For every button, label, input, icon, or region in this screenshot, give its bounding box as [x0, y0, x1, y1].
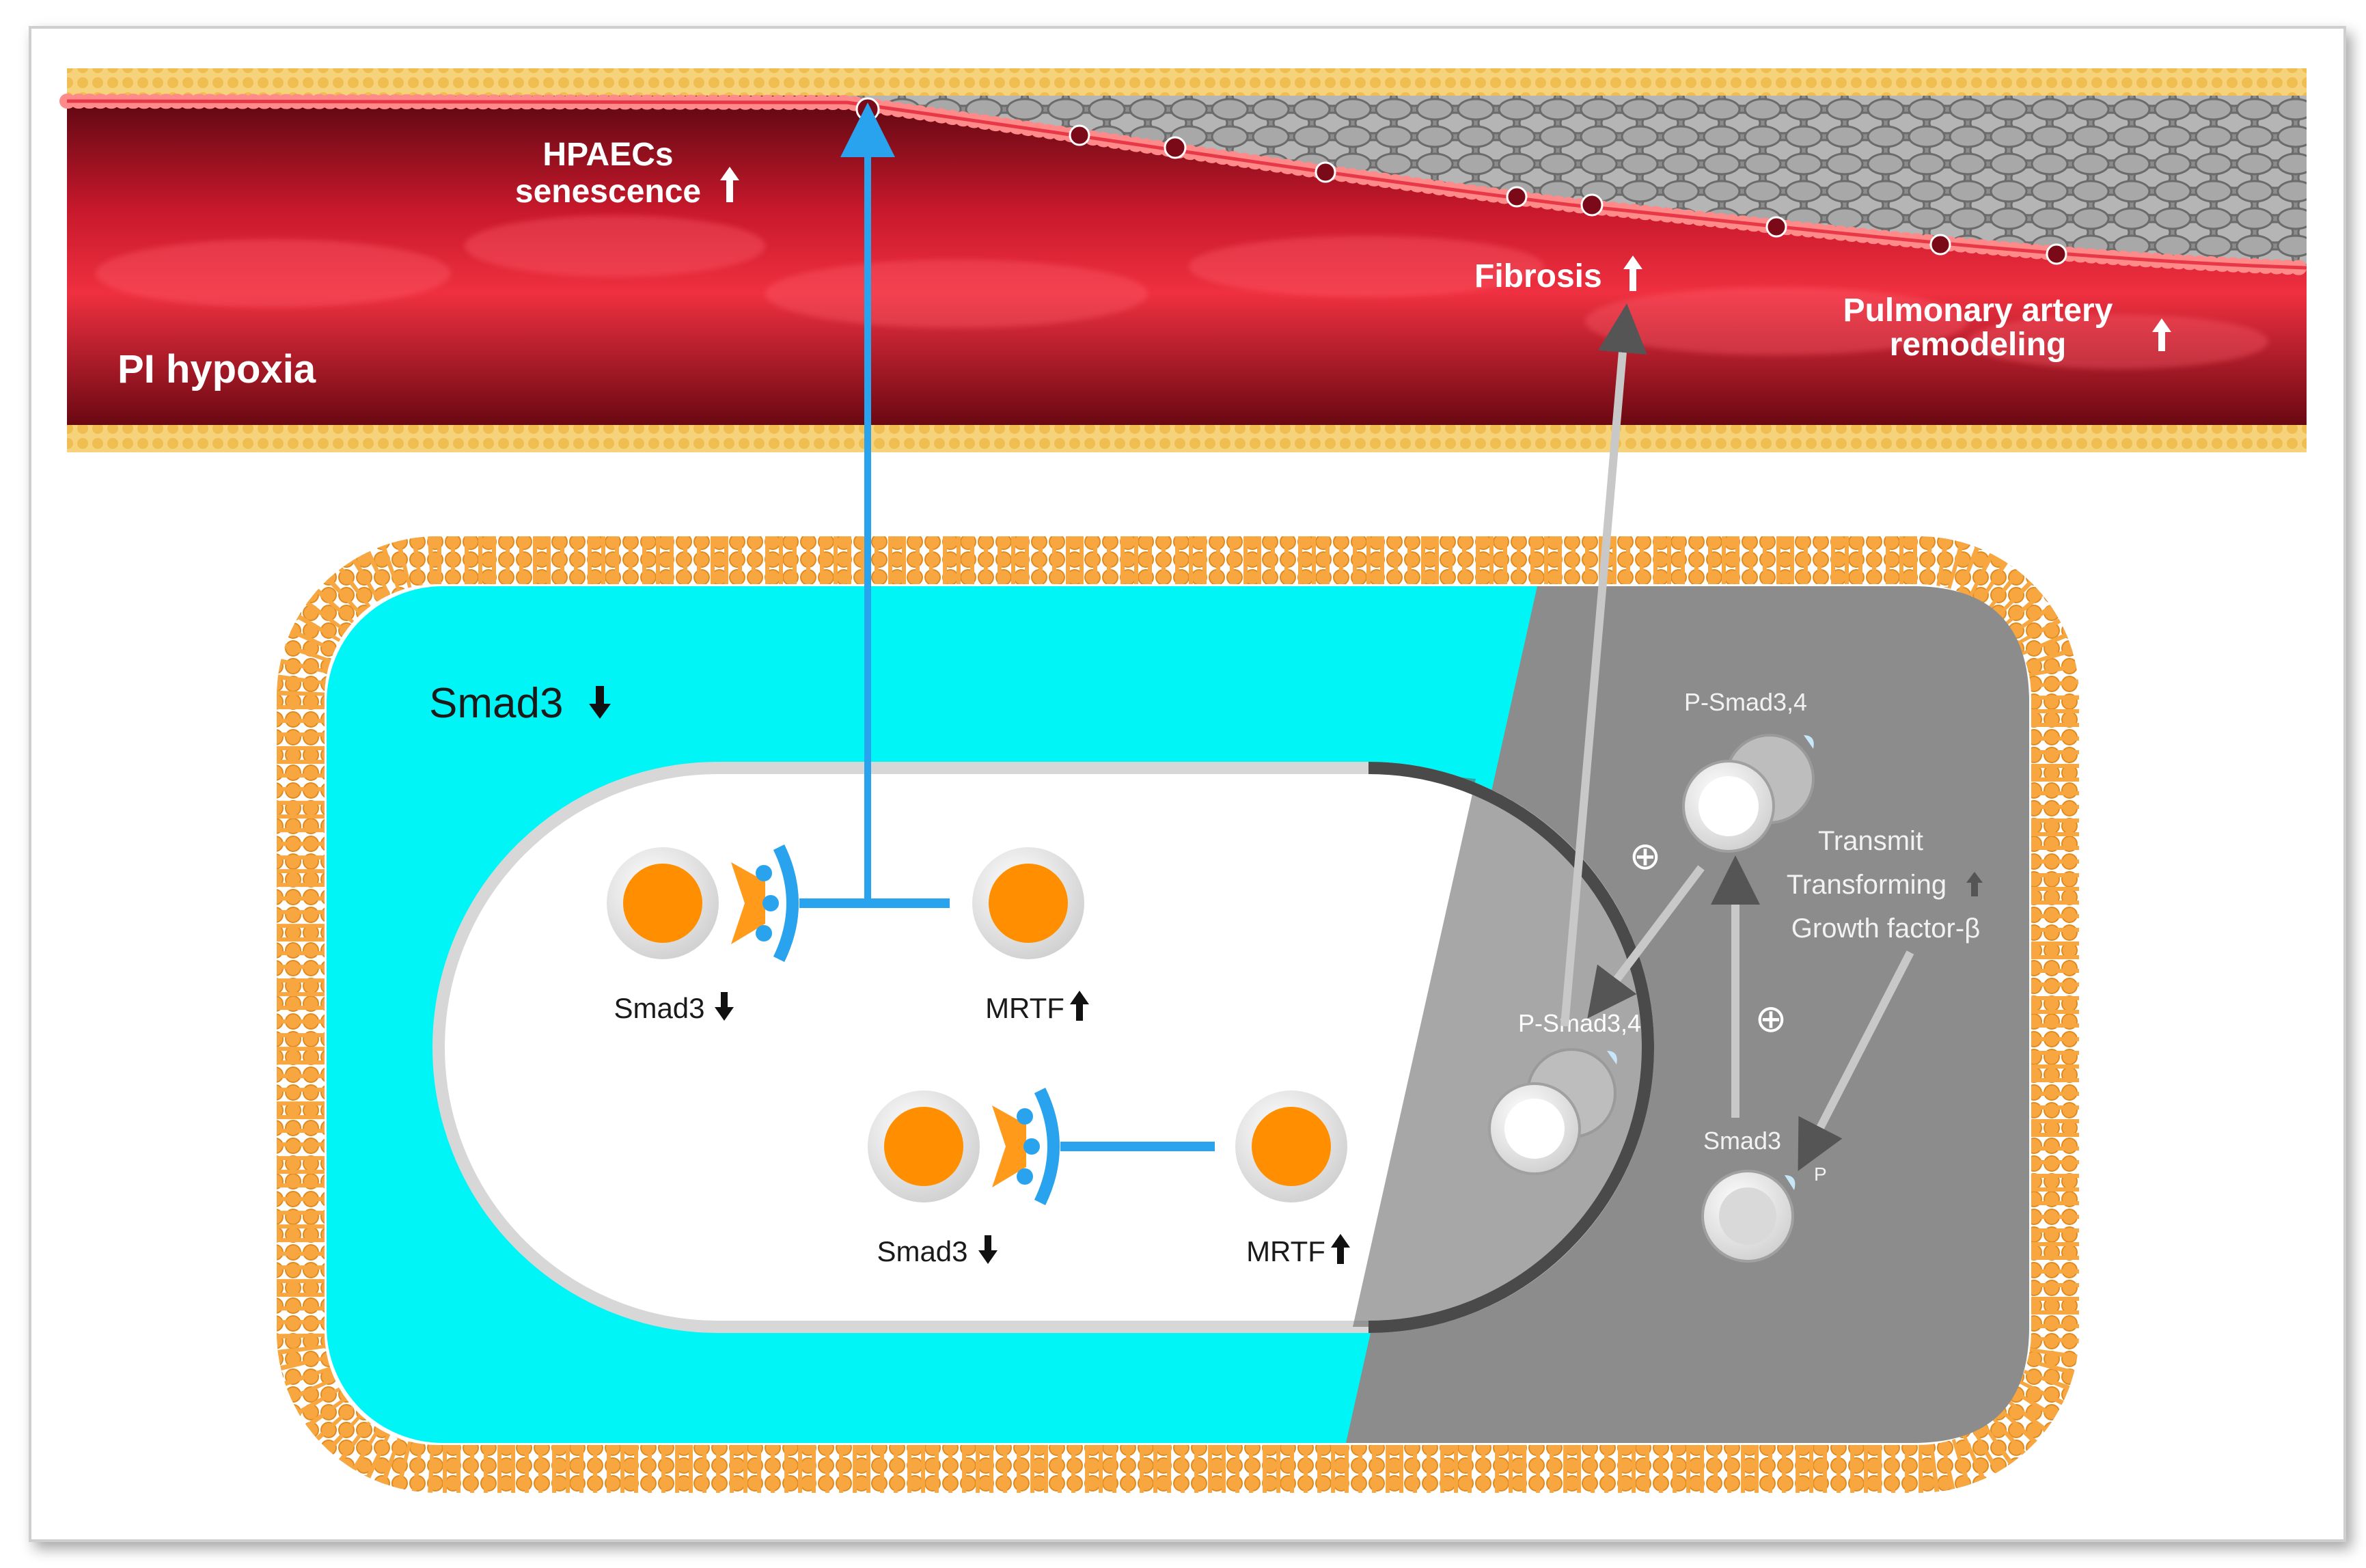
psmad34-nuclear-label: P-Smad3,4 [1518, 1009, 1641, 1037]
psmad34-top-label: P-Smad3,4 [1684, 688, 1807, 716]
down-arrow-icon [978, 1235, 998, 1264]
arrow-to-fibrosis [1560, 303, 1647, 1027]
smad3-label-top: Smad3 [614, 992, 704, 1024]
smad3-cyto-label: Smad3 [1703, 1127, 1781, 1155]
smad3-mrtf-complex-bottom [868, 1088, 1347, 1205]
remodeled-wall [847, 96, 2307, 268]
arrow-tgf-to-smad3 [1798, 950, 1914, 1172]
smad3-protein [623, 864, 702, 943]
up-arrow-icon [720, 167, 739, 202]
pulmonary-vessel: PI hypoxia HPAECs senescence Fibrosis Pu… [59, 68, 2314, 452]
transmit-label-2: Transforming [1787, 870, 1947, 900]
up-arrow-icon [2152, 318, 2171, 351]
plus-icon: ⊕ [1755, 997, 1787, 1040]
smad3-protein [884, 1107, 963, 1186]
smad3-cyto: P [1701, 1164, 1827, 1263]
adventitia-top [67, 68, 2307, 96]
up-arrow-icon [1966, 872, 1983, 896]
transmit-label-3: Growth factor-β [1791, 913, 1980, 944]
cytoplasm-smad3-label: Smad3 [429, 680, 563, 727]
remodeling-label-1: Pulmonary artery [1843, 292, 2113, 329]
smad3-label-bottom: Smad3 [877, 1235, 967, 1267]
transmit-label-1: Transmit [1818, 826, 1923, 856]
endothelial-cell: Smad3 Smad3 MRTF [277, 102, 2079, 1493]
up-arrow-icon [1331, 1234, 1350, 1264]
remodeling-label-2: remodeling [1890, 327, 2067, 363]
psmad34-top [1682, 734, 1815, 853]
mrtf-protein [1252, 1107, 1331, 1186]
condition-label: PI hypoxia [118, 347, 316, 391]
up-arrow-icon [1070, 991, 1089, 1021]
psmad34-nuclear [1488, 1048, 1617, 1175]
down-arrow-icon [715, 992, 734, 1021]
pathway-arrows [1560, 303, 1914, 1172]
adventitia-bottom [67, 425, 2307, 452]
plus-icon: ⊕ [1629, 834, 1662, 877]
hpaecs-label: HPAECs [542, 137, 673, 173]
down-arrow-icon [589, 686, 611, 719]
mrtf-label-bottom: MRTF [1246, 1235, 1325, 1267]
senescence-label: senescence [515, 174, 701, 210]
mrtf-protein [989, 864, 1068, 943]
phospho-label: P [1814, 1164, 1827, 1185]
up-arrow-icon [1623, 256, 1642, 291]
fibrosis-label: Fibrosis [1474, 258, 1602, 294]
smad3-mrtf-complex-top [607, 844, 1084, 962]
mrtf-label-top: MRTF [985, 992, 1064, 1024]
arrow-psmad-to-nucleus [1587, 865, 1705, 1019]
